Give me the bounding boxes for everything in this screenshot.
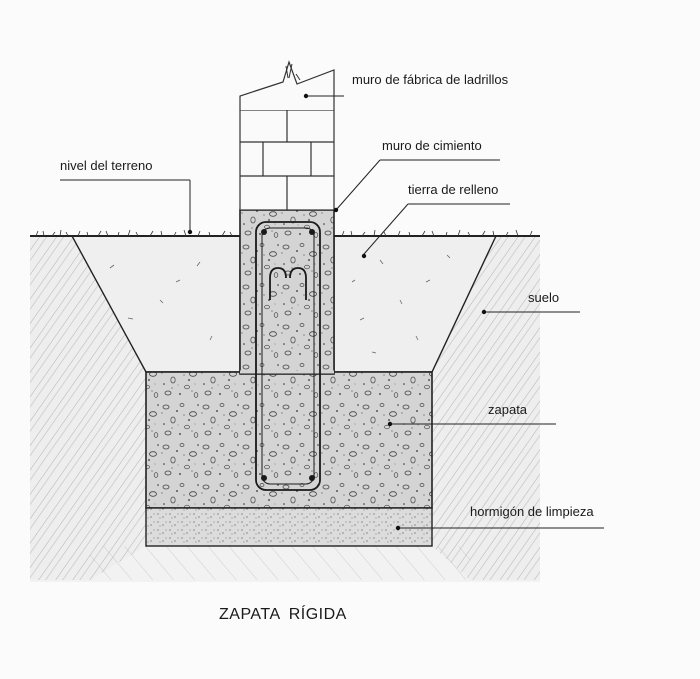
label-backfill: tierra de relleno — [408, 182, 499, 197]
label-soil: suelo — [528, 290, 560, 305]
label-foundation-wall: muro de cimiento — [382, 138, 482, 153]
soil-hatch-right — [432, 236, 540, 580]
label-footing: zapata — [488, 402, 528, 417]
label-brick-wall: muro de fábrica de ladrillos — [352, 72, 509, 87]
footing — [145, 371, 433, 509]
lean-concrete — [145, 507, 433, 547]
rebar-cage — [255, 221, 321, 491]
brick-wall — [239, 109, 335, 211]
rebar-points — [261, 229, 315, 481]
figure-title: ZAPATA RÍGIDA — [219, 606, 347, 623]
leader-points — [187, 93, 487, 531]
label-lean-concrete: hormigón de limpieza — [470, 504, 594, 519]
wall-break — [239, 60, 335, 110]
leader-lines — [60, 95, 604, 529]
label-ground-level: nivel del terreno — [60, 158, 153, 173]
backfill-marks — [109, 254, 451, 354]
grass — [35, 229, 533, 237]
soil-hatch-bottom — [90, 546, 470, 580]
soil-hatch-left — [30, 236, 146, 580]
